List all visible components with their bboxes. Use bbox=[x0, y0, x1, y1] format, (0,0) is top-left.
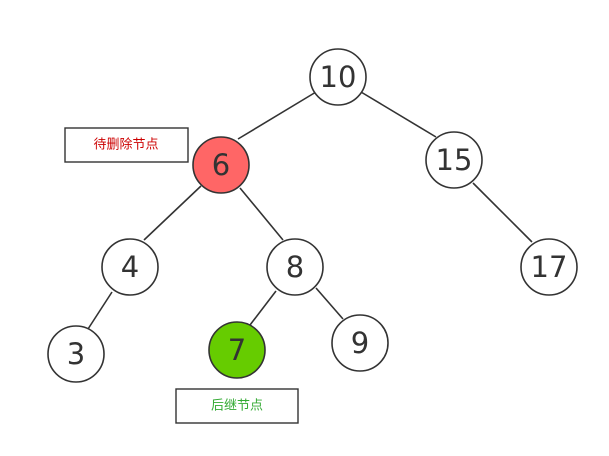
successor-note: 后继节点 bbox=[175, 388, 299, 424]
node-circle bbox=[425, 131, 483, 189]
node-value: 7 bbox=[228, 333, 246, 367]
node-value: 6 bbox=[212, 148, 230, 182]
edge-6-8 bbox=[239, 187, 284, 241]
node-circle bbox=[520, 238, 578, 296]
node-value: 10 bbox=[320, 60, 357, 94]
node-6-to-delete: 6 bbox=[192, 136, 250, 194]
edge-6-4 bbox=[143, 185, 202, 241]
node-value: 3 bbox=[67, 337, 85, 371]
node-9: 9 bbox=[331, 314, 389, 372]
edges bbox=[87, 91, 533, 330]
edge-10-6 bbox=[237, 91, 317, 140]
node-circle bbox=[331, 314, 389, 372]
node-circle bbox=[266, 238, 324, 296]
edge-10-15 bbox=[360, 91, 437, 138]
note-text: 待删除节点 bbox=[93, 138, 158, 153]
node-circle bbox=[192, 136, 250, 194]
node-value: 8 bbox=[286, 250, 304, 284]
edge-4-3 bbox=[87, 291, 113, 330]
node-value: 17 bbox=[531, 250, 568, 284]
node-17: 17 bbox=[520, 238, 578, 296]
node-7-successor: 7 bbox=[208, 321, 266, 379]
edge-15-17 bbox=[472, 182, 533, 243]
node-15: 15 bbox=[425, 131, 483, 189]
node-value: 15 bbox=[436, 143, 473, 177]
edge-8-9 bbox=[315, 287, 344, 320]
node-8: 8 bbox=[266, 238, 324, 296]
node-circle bbox=[101, 238, 159, 296]
node-value: 9 bbox=[351, 326, 369, 360]
note-box bbox=[64, 127, 189, 163]
edge-8-7 bbox=[249, 290, 277, 326]
node-4: 4 bbox=[101, 238, 159, 296]
node-10: 10 bbox=[309, 48, 367, 106]
node-circle bbox=[208, 321, 266, 379]
note-box bbox=[175, 388, 299, 424]
to-delete-note: 待删除节点 bbox=[64, 127, 189, 163]
node-value: 4 bbox=[121, 250, 139, 284]
note-text: 后继节点 bbox=[211, 399, 263, 414]
node-3: 3 bbox=[47, 325, 105, 383]
node-circle bbox=[309, 48, 367, 106]
node-circle bbox=[47, 325, 105, 383]
